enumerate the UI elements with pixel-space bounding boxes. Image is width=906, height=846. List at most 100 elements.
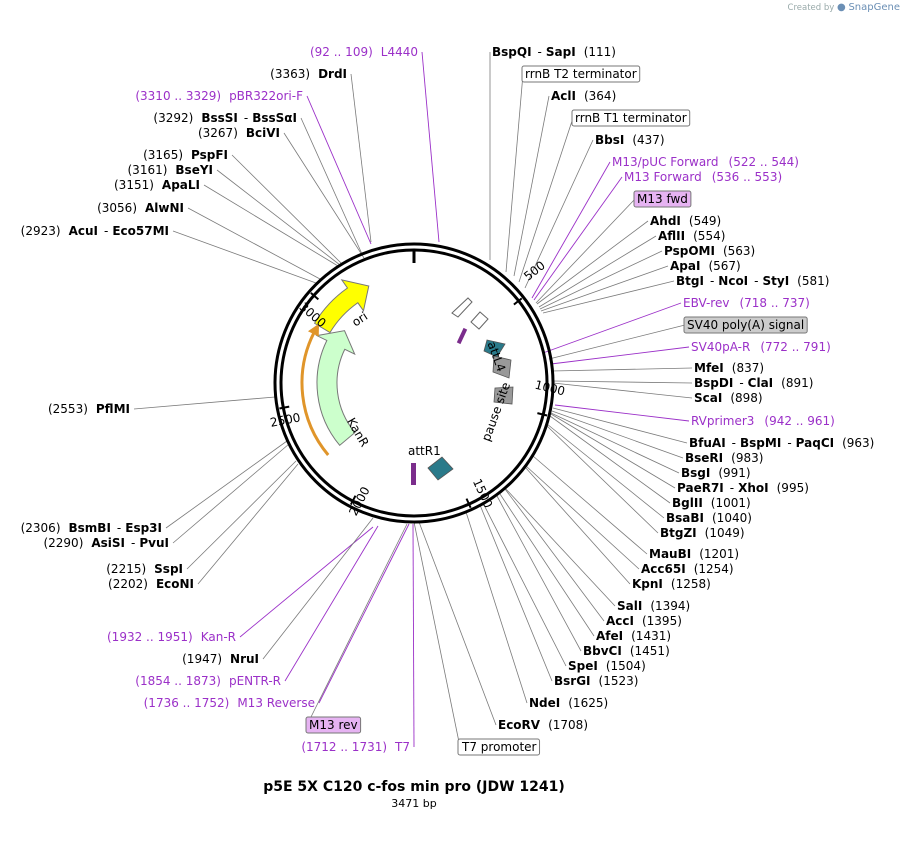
aflii-label: AflII(554) [658, 229, 725, 243]
credit-brand: SnapGene [848, 2, 900, 13]
pspomi-leader-line [539, 250, 663, 310]
m13revbox-leader-line [306, 523, 408, 726]
l4440-label: (92 .. 109)L4440 [310, 45, 418, 59]
spei-label: SpeI(1504) [568, 659, 646, 673]
pspfi-leader-line [231, 154, 343, 265]
pentrr-leader-line [284, 525, 379, 682]
sv40polya-box [683, 316, 808, 334]
pause-site-label: pause site [479, 380, 513, 443]
pspomi-label: PspOMI(563) [664, 244, 755, 258]
m13rev_p-leader-line [318, 523, 410, 704]
ndei-leader-line [465, 511, 528, 704]
tick-2000 [349, 495, 357, 506]
econi-label: (2202)EcoNI [108, 577, 194, 591]
feature-labels: (92 .. 109)L4440 BspQI-SapI(111) (3363)Drd… [21, 45, 874, 756]
bspdi-leader-line [552, 380, 693, 384]
m13puc-leader-line [531, 161, 611, 299]
tick-3000 [310, 292, 320, 301]
nrui-leader-line [262, 517, 374, 660]
acui-label: (2923)AcuI-Eco57MI [21, 224, 169, 238]
bsrgi-label: BsrGI(1523) [554, 674, 638, 688]
acci-label: AccI(1395) [606, 614, 682, 628]
afei-leader-line [499, 493, 595, 637]
btgi-leader-line [542, 280, 675, 314]
bsabi-leader-line [546, 423, 665, 519]
ebvrev-label: EBV-rev(718 .. 737) [683, 296, 810, 310]
acci-leader-line [504, 488, 605, 622]
apai-leader-line [540, 265, 669, 312]
tick-label-1500: 1500 [470, 477, 495, 511]
btgzi-label: BtgZI(1049) [660, 526, 745, 540]
aflii-leader-line [538, 235, 657, 308]
maubi-label: MauBI(1201) [649, 547, 739, 561]
sspi-leader-line [186, 460, 297, 570]
mfei-leader-line [551, 367, 693, 372]
backbone-outer-circle [273, 242, 555, 524]
paer7i-label: PaeR7I-XhoI(995) [677, 481, 809, 495]
plasmid-name: p5E 5X C120 c-fos min pro (JDW 1241) [263, 779, 565, 795]
apali-label: (3151)ApaLI [114, 178, 200, 192]
pflmi-leader-line [133, 396, 276, 410]
kpni-leader-line [524, 466, 631, 585]
apai-label: ApaI(567) [670, 259, 741, 273]
m13rev_p-label: (1736 .. 1752)M13 Reverse [144, 696, 315, 710]
attr1-arrow [427, 456, 454, 481]
label-leader-lines [133, 51, 693, 748]
bcivi-leader-line [283, 132, 365, 259]
rrnb-t2-terminator-glyph [470, 311, 489, 330]
bsssi-leader-line [300, 117, 363, 255]
sv40polya-leader-line [548, 324, 686, 360]
m13revbox-label: M13 rev [309, 718, 358, 732]
alwni-leader-line [187, 207, 321, 280]
plasmid-size: 3471 bp [391, 797, 437, 810]
bglii-leader-line [549, 415, 671, 504]
ebvrev-leader-line [542, 302, 682, 354]
m13fwdbox-leader-line [535, 198, 636, 304]
alwni-label: (3056)AlwNI [97, 201, 184, 215]
t7-label: (1712 .. 1731)T7 [301, 740, 410, 754]
m13fwdbox-box [633, 190, 692, 208]
pbr322-label: (3310 .. 3329)pBR322ori-F [135, 89, 303, 103]
ecorv-leader-line [418, 521, 497, 726]
kpni-label: KpnI(1258) [632, 577, 711, 591]
acli-label: AclI(364) [551, 89, 616, 103]
ori-feature-arrow [313, 279, 370, 334]
l4440-leader-line [421, 51, 440, 243]
bfuai-label: BfuAI-BspMI-PaqCI(963) [689, 436, 874, 450]
rrnbt1-label: rrnB T1 terminator [575, 111, 687, 125]
sspi-label: (2215)SspI [106, 562, 183, 576]
scai-leader-line [552, 382, 693, 399]
bfuai-leader-line [552, 407, 688, 444]
ndei-label: NdeI(1625) [529, 696, 608, 710]
econi-leader-line [197, 463, 299, 585]
tick-marks [279, 292, 548, 509]
pspfi-label: (3165)PspFI [143, 148, 228, 162]
acli-leader-line [513, 95, 550, 277]
drdi-leader-line [350, 73, 372, 243]
bsgi-label: BsgI(991) [681, 466, 751, 480]
acc65i-label: Acc65I(1254) [641, 562, 734, 576]
nrui-label: (1947)NruI [182, 652, 259, 666]
bcivi-label: (3267)BciVI [198, 126, 280, 140]
bglii-label: BglII(1001) [672, 496, 751, 510]
kanr-feature-arrow [315, 330, 356, 447]
paer7i-leader-line [550, 413, 676, 489]
bsssi-label: (3292)BssSI-BssSαI [153, 111, 297, 125]
sv40polya-label: SV40 poly(A) signal [687, 318, 804, 332]
tick-500 [513, 297, 523, 306]
drdi-label: (3363)DrdI [270, 67, 347, 81]
afei-label: AfeI(1431) [596, 629, 671, 643]
pflmi-label: (2553)PflMI [48, 402, 130, 416]
bspqi-label: BspQI-SapI(111) [492, 45, 616, 59]
tick-1000 [537, 412, 548, 417]
spei-leader-line [482, 502, 567, 667]
m13revbox-box [305, 716, 362, 734]
pbr322-leader-line [306, 95, 372, 245]
m13fwd-leader-line [533, 176, 623, 301]
kanr-orf-arc [300, 331, 330, 456]
attr1-primer-bar [411, 463, 416, 485]
maubi-leader-line [532, 455, 648, 555]
pentrr-label: (1854 .. 1873)pENTR-R [135, 674, 281, 688]
bsabi-label: BsaBI(1040) [666, 511, 752, 525]
